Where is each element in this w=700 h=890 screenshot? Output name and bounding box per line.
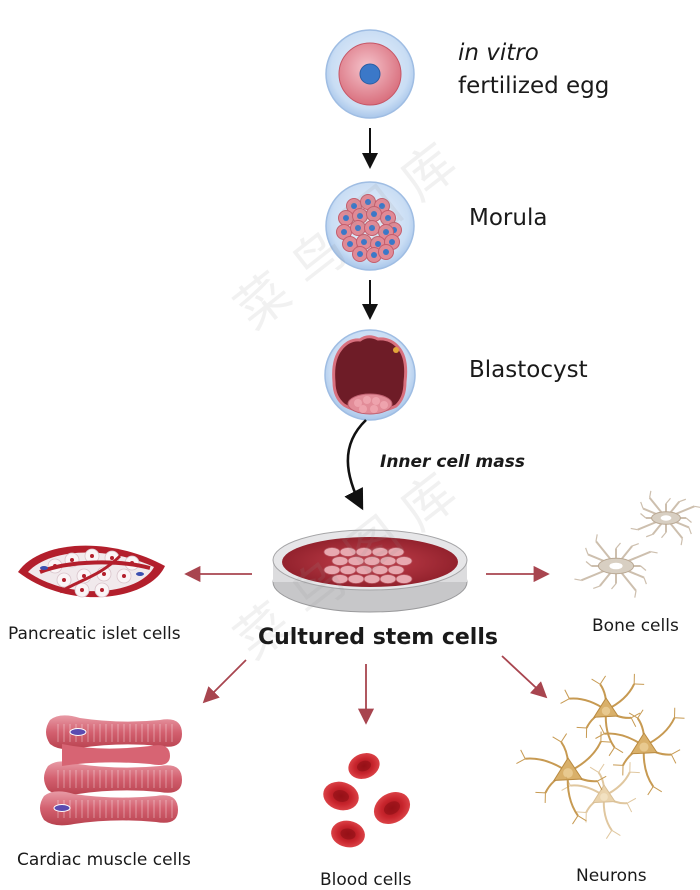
morula-nucleus (369, 225, 375, 231)
fertilized-egg-icon (326, 30, 414, 118)
dish-stem-cell (388, 566, 404, 575)
dish-stem-cell (396, 557, 412, 566)
islet-nucleus (110, 556, 114, 560)
morula-nucleus (371, 211, 377, 217)
dish-stem-cell (364, 557, 380, 566)
label-pancreatic-islet-cells: Pancreatic islet cells (8, 624, 181, 644)
morula-nucleus (355, 225, 361, 231)
neuron-cell (516, 732, 610, 825)
morula-nucleus (341, 229, 347, 235)
dish-stem-cell (348, 575, 364, 584)
label-blastocyst: Blastocyst (469, 357, 588, 383)
dish-stem-cell (356, 566, 372, 575)
bone-cell (574, 534, 657, 597)
morula-nucleus (343, 215, 349, 221)
morula-icon (326, 182, 414, 270)
label-in-vitro: in vitro (458, 40, 539, 66)
dish-stem-cell (372, 566, 388, 575)
red-blood-cell (345, 749, 384, 783)
dish-stem-cell (332, 575, 348, 584)
islet-nucleus (90, 554, 94, 558)
red-blood-cell (320, 778, 362, 814)
cardiac-muscle-icon (40, 715, 182, 825)
neurons-icon (516, 674, 684, 839)
neuron-cell (595, 708, 684, 795)
dish-stem-cell (340, 548, 356, 557)
islet-nucleus (122, 574, 126, 578)
morula-nucleus (383, 229, 389, 235)
culture-dish-icon (273, 530, 467, 612)
morula-nucleus (385, 215, 391, 221)
dish-stem-cell (324, 566, 340, 575)
label-cardiac-muscle-cells: Cardiac muscle cells (17, 850, 191, 870)
label-fertilized-egg: fertilized egg (458, 73, 609, 99)
dish-stem-cell (348, 557, 364, 566)
dish-stem-cell (380, 575, 396, 584)
bone-cells-icon (574, 491, 700, 598)
label-bone-cells: Bone cells (592, 616, 679, 636)
dish-stem-cell (340, 566, 356, 575)
dish-stem-cell (332, 557, 348, 566)
red-blood-cell (329, 818, 367, 850)
label-blood-cells: Blood cells (320, 870, 412, 890)
morula-nucleus (389, 239, 395, 245)
dish-stem-cell (364, 575, 380, 584)
label-morula: Morula (469, 205, 547, 231)
pancreatic-islet-icon (18, 546, 165, 598)
dish-stem-cell (396, 575, 412, 584)
dish-stem-cell (372, 548, 388, 557)
morula-nucleus (347, 241, 353, 247)
morula-nucleus (361, 239, 367, 245)
morula-nucleus (365, 199, 371, 205)
islet-nucleus (102, 572, 106, 576)
islet-nucleus (62, 578, 66, 582)
dish-stem-cell (380, 557, 396, 566)
morula-nucleus (351, 203, 357, 209)
arrow-inner-cell-mass (348, 420, 366, 508)
islet-nucleus (80, 588, 84, 592)
dish-stem-cell (324, 548, 340, 557)
blastocyst-icon (325, 330, 415, 420)
label-inner-cell-mass: Inner cell mass (380, 452, 525, 472)
morula-nucleus (371, 252, 377, 258)
dish-stem-cell (388, 548, 404, 557)
morula-nucleus (357, 251, 363, 257)
morula-nucleus (375, 241, 381, 247)
bone-cell (631, 491, 700, 545)
morula-nucleus (357, 213, 363, 219)
label-cultured-stem-cells: Cultured stem cells (258, 625, 498, 650)
blood-cells-icon (320, 749, 416, 850)
arrow-to-cardiac (204, 660, 246, 702)
dish-stem-cell (356, 548, 372, 557)
red-blood-cell (368, 786, 416, 831)
islet-nucleus (100, 588, 104, 592)
morula-nucleus (379, 203, 385, 209)
label-neurons: Neurons (576, 866, 647, 886)
islet-nucleus (82, 574, 86, 578)
morula-nucleus (383, 249, 389, 255)
islet-nucleus (70, 558, 74, 562)
arrow-to-neurons (502, 656, 546, 697)
